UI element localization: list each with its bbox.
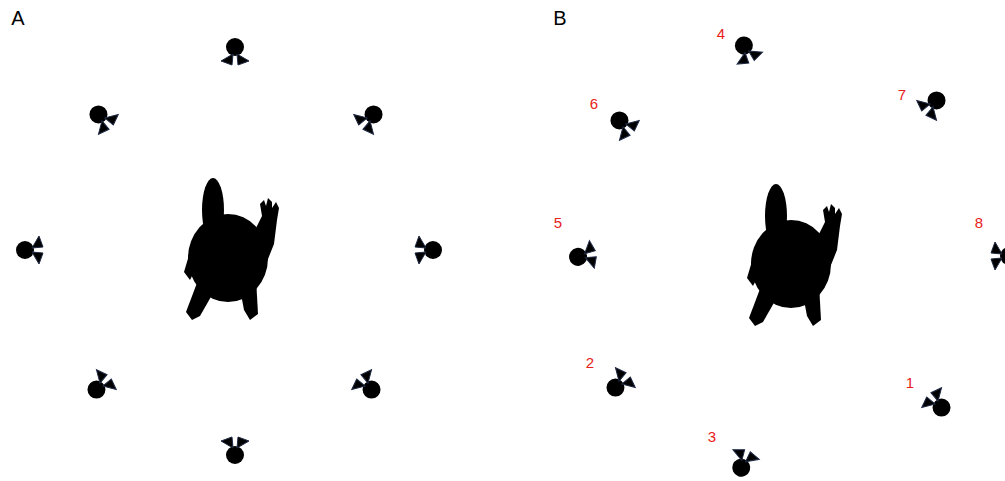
panel-letter: B: [553, 8, 566, 28]
callout-number: 7: [898, 87, 906, 102]
speaker-symbol: [221, 437, 249, 464]
callout-number: 6: [590, 96, 598, 111]
speaker-symbol: [603, 104, 642, 143]
speaker-symbol: [725, 446, 761, 481]
speaker-symbol: [349, 367, 388, 406]
callout-number: 1: [906, 375, 914, 390]
callout-number: 3: [708, 429, 716, 444]
speaker-symbol: [16, 236, 43, 264]
speaker-symbol: [415, 236, 442, 264]
panel-letter: A: [11, 8, 24, 28]
speaker-symbol: [80, 367, 119, 406]
callout-number: 4: [717, 26, 725, 41]
speaker-symbol: [567, 240, 598, 272]
sea-lion: [747, 184, 842, 326]
speaker-symbol: [599, 365, 638, 404]
speaker-symbol: [351, 98, 390, 137]
speaker-symbol: [914, 84, 953, 123]
speaker-symbol: [919, 385, 958, 424]
speaker-symbol: [727, 31, 764, 67]
speaker-symbol: [991, 242, 1005, 270]
speaker-symbol: [221, 38, 249, 65]
callout-number: 2: [586, 355, 594, 370]
sea-lion: [184, 178, 279, 320]
callout-number: 8: [975, 215, 983, 230]
speaker-symbol: [82, 98, 121, 137]
callout-number: 5: [554, 215, 562, 230]
